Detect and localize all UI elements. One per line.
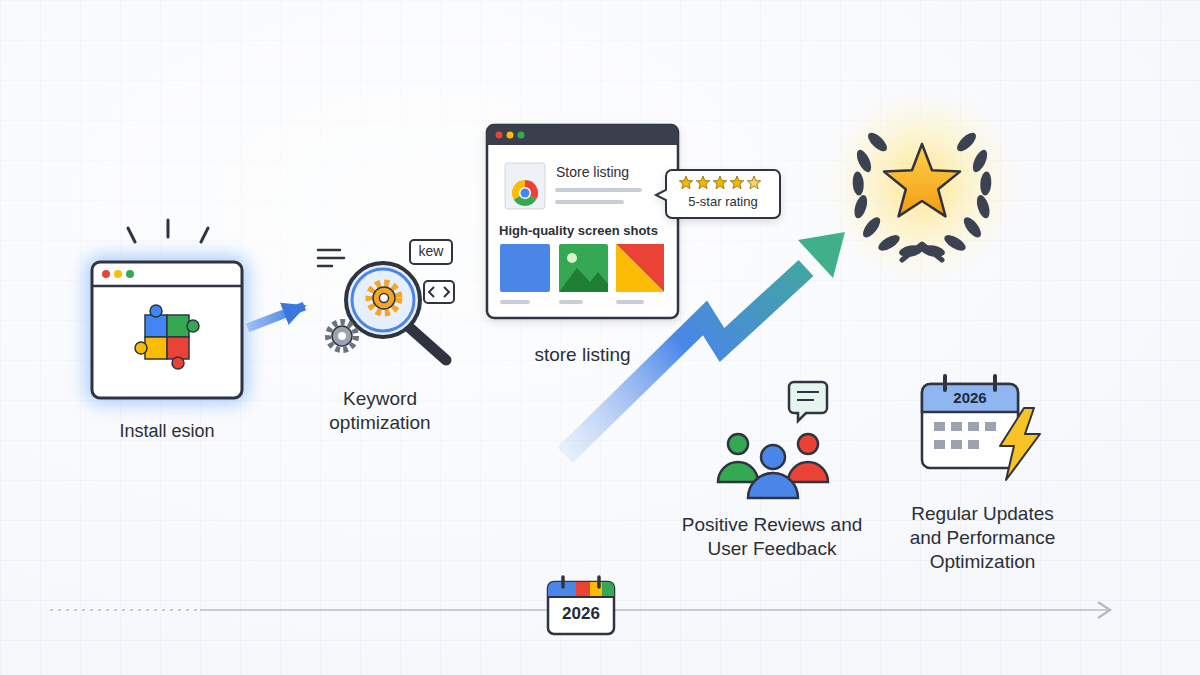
- node-text: Install esion: [52, 420, 282, 443]
- laurel-leaf: [942, 232, 968, 254]
- node-text: 2026: [548, 603, 614, 624]
- node-text: store listing: [477, 343, 688, 367]
- laurel-leaf: [852, 171, 865, 196]
- updates-calendar: 2026Regular Updates and Performance Opti…: [922, 384, 1018, 468]
- laurel-leaf: [876, 232, 902, 254]
- rating-star: [747, 176, 760, 189]
- rating-bubble: 5-star rating: [666, 170, 780, 218]
- install-step: Install esion: [92, 262, 242, 398]
- keyword-step: Keyword optimization: [310, 240, 460, 368]
- timeline-calendar: 2026: [548, 582, 614, 634]
- store-listing-card: Store listingHigh-quality screen shotsst…: [487, 125, 678, 318]
- rating-star: [679, 176, 692, 189]
- laurel-leaf: [852, 194, 870, 220]
- laurel-leaf: [979, 171, 992, 196]
- node-text: Store listing: [556, 164, 674, 182]
- rating-bubble: [656, 170, 780, 218]
- node-text: High-quality screen shots: [499, 223, 675, 239]
- flow-arrow: [248, 306, 305, 328]
- calendar-icon: [922, 376, 1040, 480]
- laurel-leaf: [974, 194, 992, 220]
- node-text: Keyword optimization: [305, 387, 455, 435]
- laurel-leaf: [860, 215, 883, 241]
- rating-star: [713, 176, 726, 189]
- keyword-tag: kew: [410, 243, 452, 261]
- laurel-leaf: [865, 130, 890, 155]
- rating-star: [730, 176, 743, 189]
- laurel-leaf: [970, 148, 990, 174]
- browser-window-icon: [86, 220, 248, 404]
- reviews-label: Positive Reviews and User Feedback: [672, 513, 872, 561]
- laurel-leaf: [854, 148, 874, 174]
- node-text: Regular Updates and Performance Optimiza…: [900, 502, 1065, 573]
- rating-star: [696, 176, 709, 189]
- keyword-search-icon: [318, 240, 454, 360]
- growth-arrow: [565, 232, 845, 455]
- laurel-leaf: [954, 130, 979, 155]
- reviews-icon: [718, 382, 828, 498]
- award-icon: [822, 85, 1022, 285]
- timeline: [50, 577, 1110, 634]
- laurel-leaf: [961, 215, 984, 241]
- node-text: 2026: [922, 389, 1018, 408]
- store-card: [487, 125, 678, 318]
- node-text: 5-star rating: [668, 194, 778, 210]
